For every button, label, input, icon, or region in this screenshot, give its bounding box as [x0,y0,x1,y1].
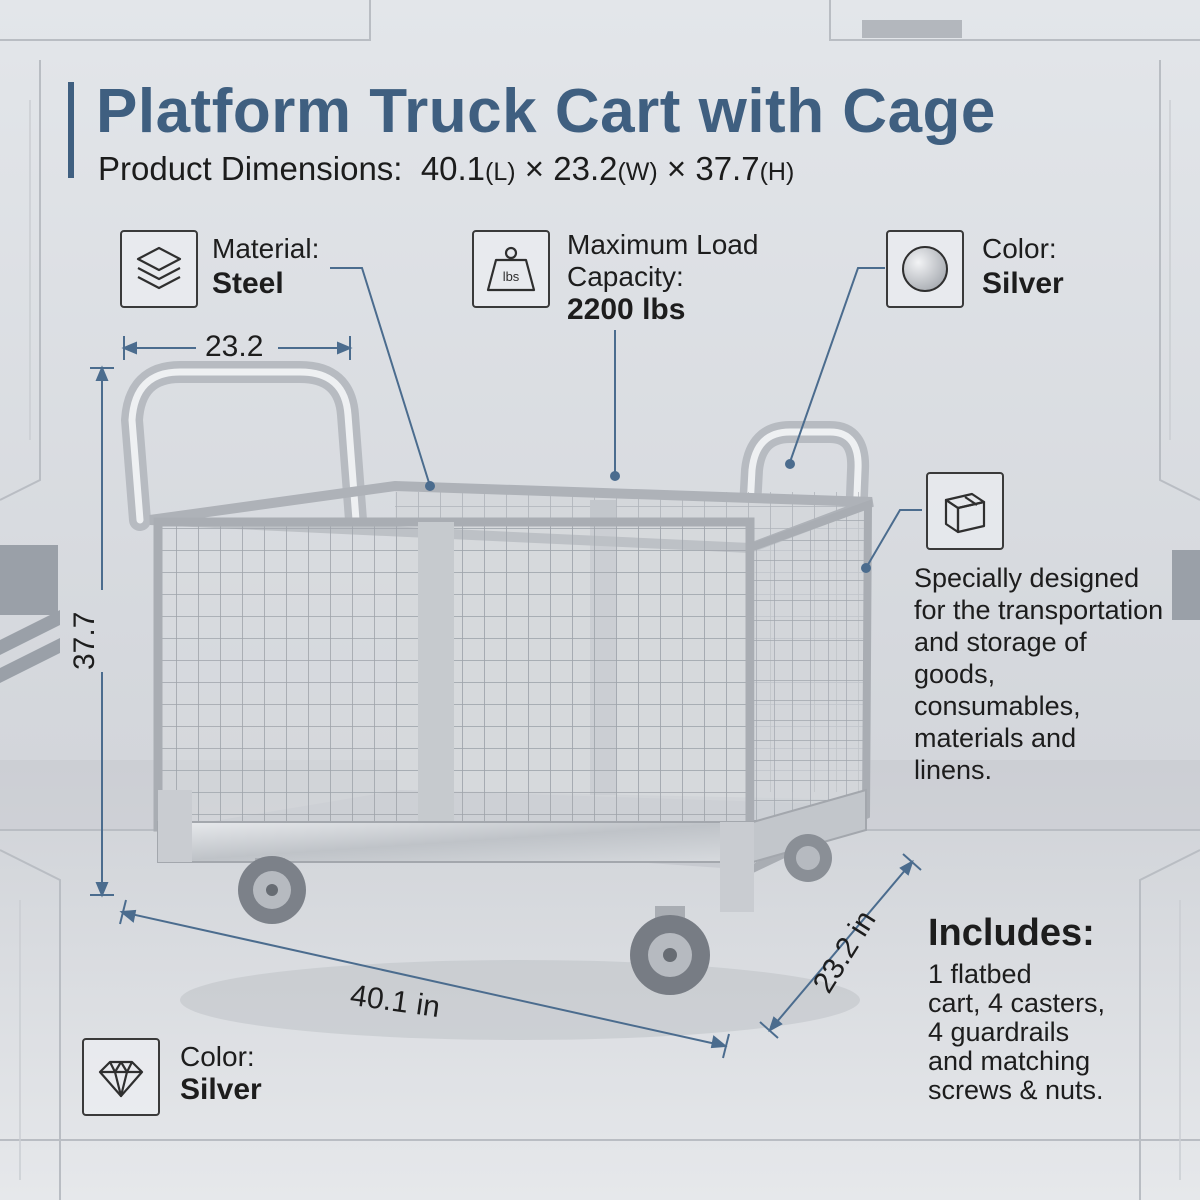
purpose-line: Specially designed [914,563,1140,593]
purpose-line: consumables, [914,691,1081,721]
layers-icon [120,230,198,308]
height-unit: (H) [759,158,795,186]
silver-circle-icon [886,230,964,308]
includes-line: 1 flatbed [928,959,1032,989]
load-value: 2200 lbs [567,293,686,326]
includes-line: and matching [928,1046,1091,1076]
top-width-label: 23.2 [205,330,264,363]
height-label: 37.7 [68,611,101,670]
purpose-line: for the transportation [914,595,1164,625]
length-unit: (L) [485,158,516,186]
page-title: Platform Truck Cart with Cage [96,77,996,146]
includes-title: Includes: [928,912,1095,954]
box-icon [926,472,1004,550]
times-1: × [524,150,545,187]
purpose-line: linens. [914,755,993,785]
width-unit: (W) [617,158,658,186]
includes-line: 4 guardrails [928,1017,1070,1047]
height-value: 37.7 [695,150,760,187]
title-accent-bar [68,82,74,178]
color-top-value: Silver [982,267,1064,300]
includes-list: 1 flatbed cart, 4 casters, 4 guardrails … [928,960,1158,1105]
product-dimensions: Product Dimensions: 40.1(L) × 23.2(W) × … [98,150,794,188]
color-bottom-value: Silver [180,1073,262,1106]
purpose-description: Specially designed for the transportatio… [914,562,1164,786]
color-bottom-label: Color: [180,1041,255,1072]
includes-line: cart, 4 casters, [928,988,1106,1018]
includes-line: screws & nuts. [928,1075,1104,1105]
weight-icon-text: lbs [503,269,520,284]
purpose-line: materials and [914,723,1077,753]
load-label-line1: Maximum Load [567,229,759,260]
purpose-line: and storage of goods, [914,627,1087,689]
load-label-line2: Capacity: [567,261,684,292]
dimensions-label: Product Dimensions: [98,150,403,187]
times-2: × [666,150,687,187]
width-value: 23.2 [553,150,618,187]
length-value: 40.1 [420,150,486,187]
material-value: Steel [212,267,284,300]
diamond-icon [82,1038,160,1116]
color-top-label: Color: [982,233,1057,264]
weight-icon: lbs [472,230,550,308]
material-label: Material: [212,233,320,264]
